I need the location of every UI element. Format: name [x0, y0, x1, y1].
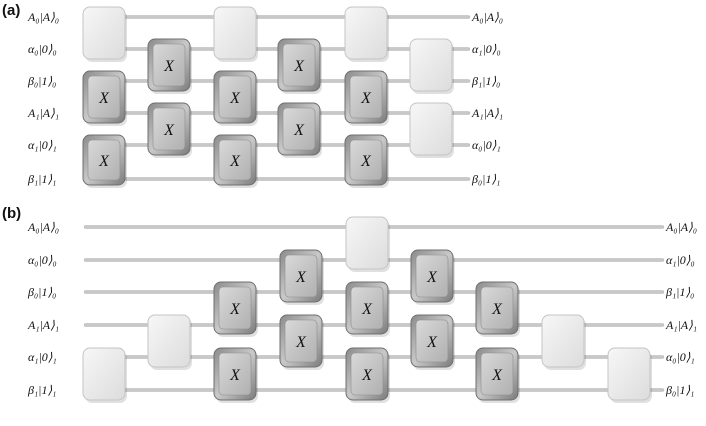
gate-symbol: X — [229, 90, 241, 107]
output-label: α₁|0⟩₀ — [472, 42, 501, 56]
gate-symbol: X — [361, 367, 373, 384]
gate-symbol: X — [229, 367, 241, 384]
input-label: α₁|0⟩₁ — [28, 138, 57, 152]
identity-gate — [147, 314, 192, 370]
output-label: β₁|1⟩₀ — [471, 74, 500, 88]
gate-symbol: X — [426, 334, 438, 351]
panel-a-gates: X X X X X X X X X X — [82, 6, 454, 188]
input-label: A₁|A⟩₁ — [27, 106, 59, 120]
gate-symbol: X — [98, 153, 110, 170]
output-label: α₀|0⟩₁ — [472, 138, 501, 152]
identity-gate — [82, 347, 127, 403]
gate-symbol: X — [229, 301, 241, 318]
identity-gate — [82, 6, 127, 62]
panel-a-label: (a) — [2, 2, 20, 19]
x-gate: X — [213, 347, 258, 403]
panel-a-input-labels: A₀|A⟩₀ α₀|0⟩₀ β₀|1⟩₀ A₁|A⟩₁ α₁|0⟩₁ β₁|1⟩… — [27, 10, 59, 186]
input-label: A₀|A⟩₀ — [27, 10, 59, 24]
panel-b-output-labels: A₀|A⟩₀ α₁|0⟩₀ β₁|1⟩₀ A₁|A⟩₁ α₀|0⟩₁ β₀|1⟩… — [665, 220, 697, 397]
x-gate: X — [279, 314, 324, 370]
gate-symbol: X — [360, 153, 372, 170]
x-gate: X — [213, 134, 258, 188]
x-gate: X — [410, 314, 455, 370]
wire — [83, 15, 471, 19]
x-gate: X — [147, 102, 192, 158]
x-gate: X — [344, 70, 389, 126]
identity-gate — [344, 6, 389, 62]
panel-b-input-labels: A₀|A⟩₀ α₀|0⟩₀ β₀|1⟩₀ A₁|A⟩₁ α₁|0⟩₁ β₁|1⟩… — [27, 220, 59, 397]
x-gate: X — [82, 134, 127, 188]
output-label: α₁|0⟩₀ — [666, 253, 695, 267]
output-label: β₀|1⟩₁ — [471, 172, 500, 186]
output-label: β₀|1⟩₁ — [665, 383, 694, 397]
gate-symbol: X — [426, 269, 438, 286]
x-gate: X — [277, 102, 322, 158]
gate-symbol: X — [163, 58, 175, 75]
x-gate: X — [213, 281, 258, 337]
x-gate: X — [410, 249, 455, 305]
panel-a-output-labels: A₀|A⟩₀ α₁|0⟩₀ β₁|1⟩₀ A₁|A⟩₁ α₀|0⟩₁ β₀|1⟩… — [471, 10, 503, 186]
output-label: β₁|1⟩₀ — [665, 285, 694, 299]
identity-gate — [213, 6, 258, 62]
output-label: A₀|A⟩₀ — [471, 10, 503, 24]
input-label: β₀|1⟩₀ — [27, 74, 56, 88]
output-label: A₁|A⟩₁ — [665, 318, 697, 332]
input-label: A₁|A⟩₁ — [27, 318, 59, 332]
gate-symbol: X — [491, 367, 503, 384]
input-label: β₀|1⟩₀ — [27, 285, 56, 299]
identity-gate — [541, 314, 586, 370]
x-gate: X — [279, 249, 324, 305]
x-gate: X — [475, 347, 520, 403]
x-gate: X — [475, 281, 520, 337]
gate-symbol: X — [295, 334, 307, 351]
identity-gate — [345, 216, 390, 272]
panel-b: (b) X X X X X X X X X X A₀|A⟩₀ α₀|0⟩₀ β₀|1⟩₀ A₁|A… — [2, 205, 697, 403]
wire — [83, 177, 471, 181]
x-gate: X — [277, 38, 322, 94]
x-gate: X — [147, 38, 192, 94]
gate-symbol: X — [229, 153, 241, 170]
input-label: β₁|1⟩₁ — [27, 383, 56, 397]
gate-symbol: X — [293, 122, 305, 139]
panel-a-wires — [83, 15, 471, 181]
gate-symbol: X — [98, 90, 110, 107]
output-label: α₀|0⟩₁ — [666, 350, 695, 364]
x-gate: X — [82, 70, 127, 126]
identity-gate — [607, 347, 652, 403]
identity-gate — [409, 38, 454, 94]
panel-a: (a) X X X X X X X X X X A₀|A⟩₀ α₀|0⟩₀ β₀|1⟩₀ A₁|A… — [2, 2, 503, 188]
identity-gate — [409, 102, 454, 158]
gate-symbol: X — [163, 122, 175, 139]
gate-symbol: X — [295, 269, 307, 286]
gate-symbol: X — [491, 301, 503, 318]
x-gate: X — [345, 347, 390, 403]
input-label: β₁|1⟩₁ — [27, 172, 56, 186]
gate-symbol: X — [293, 58, 305, 75]
panel-b-label: (b) — [2, 205, 21, 222]
output-label: A₁|A⟩₁ — [471, 106, 503, 120]
panel-b-gates: X X X X X X X X X X — [82, 216, 652, 403]
gate-symbol: X — [361, 301, 373, 318]
x-gate: X — [345, 281, 390, 337]
input-label: α₁|0⟩₁ — [28, 350, 57, 364]
x-gate: X — [213, 70, 258, 126]
input-label: α₀|0⟩₀ — [28, 42, 57, 56]
input-label: α₀|0⟩₀ — [28, 253, 57, 267]
output-label: A₀|A⟩₀ — [665, 220, 697, 234]
gate-symbol: X — [360, 90, 372, 107]
input-label: A₀|A⟩₀ — [27, 220, 59, 234]
x-gate: X — [344, 134, 389, 188]
